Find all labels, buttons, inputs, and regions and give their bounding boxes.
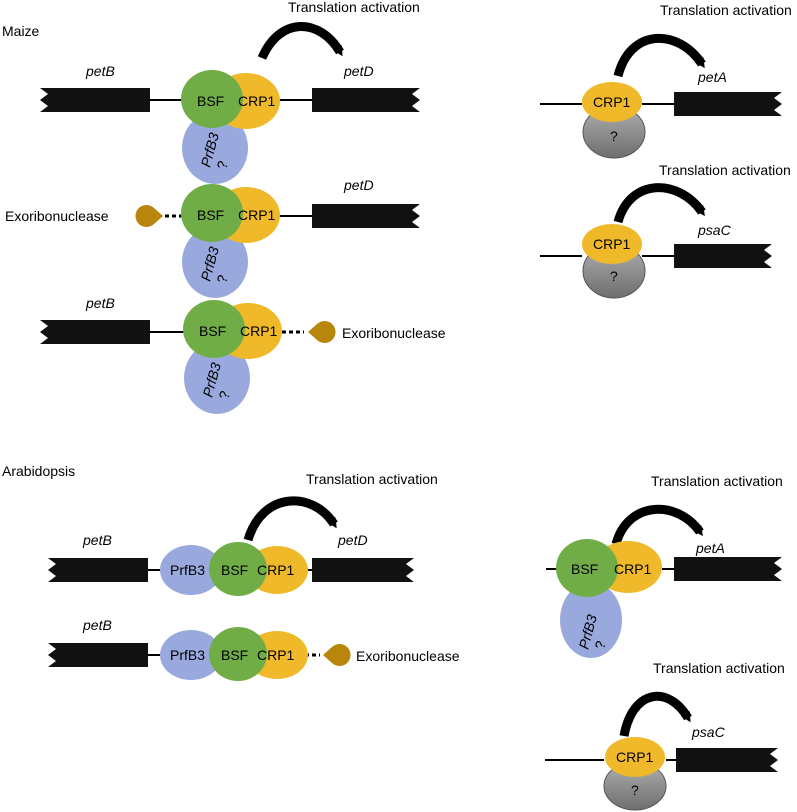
gene-box-petB bbox=[40, 88, 150, 112]
crp1-label: CRP1 bbox=[616, 749, 654, 765]
gene-box-petA bbox=[674, 557, 782, 581]
gene-label-petB: petB bbox=[82, 617, 112, 633]
crp1-label: CRP1 bbox=[257, 562, 295, 578]
gene-box-psaC bbox=[676, 748, 778, 772]
gene-label-psaC: psaC bbox=[691, 724, 726, 740]
arabidopsis-row-1: Translation activation petB petD PrfB3 B… bbox=[48, 471, 438, 596]
exoribonuclease-label: Exoribonuclease bbox=[356, 648, 460, 664]
activation-arrow bbox=[243, 496, 338, 542]
exoribonuclease-label: Exoribonuclease bbox=[5, 208, 109, 224]
bsf-label: BSF bbox=[221, 647, 248, 663]
prfb3-protein bbox=[184, 342, 250, 414]
prfb3-label: PrfB3 bbox=[170, 562, 205, 578]
gene-box-petB bbox=[48, 643, 148, 667]
maize-row-1: petB petD BSF CRP1 PrfB3 ? Translation a… bbox=[40, 0, 420, 184]
translation-activation-label: Translation activation bbox=[653, 660, 785, 676]
prfb3-label: PrfB3 bbox=[170, 647, 205, 663]
question-mark-label: ? bbox=[213, 159, 231, 171]
question-mark-label: ? bbox=[215, 389, 233, 401]
gene-label-petA: petA bbox=[697, 69, 727, 85]
bsf-label: BSF bbox=[221, 562, 248, 578]
translation-activation-label: Translation activation bbox=[306, 471, 438, 487]
crp1-label: CRP1 bbox=[238, 93, 276, 109]
gene-label-petD: petD bbox=[343, 177, 374, 193]
exoribonuclease-pacman bbox=[323, 644, 351, 667]
question-mark-label: ? bbox=[631, 782, 639, 798]
bsf-protein bbox=[209, 627, 267, 681]
prfb3-protein bbox=[182, 112, 248, 184]
section-label-arabidopsis: Arabidopsis bbox=[2, 463, 75, 479]
gene-box-petB bbox=[40, 320, 150, 344]
prfb3-protein bbox=[560, 582, 622, 658]
gene-label-petB: petB bbox=[82, 532, 112, 548]
prfb3-protein bbox=[160, 630, 222, 680]
translation-activation-label: Translation activation bbox=[651, 473, 783, 489]
crp1-label: CRP1 bbox=[240, 323, 278, 339]
prfb3-protein bbox=[160, 545, 222, 595]
gene-box-petD bbox=[312, 88, 420, 112]
gene-box-petD bbox=[312, 204, 420, 228]
exoribonuclease-label: Exoribonuclease bbox=[342, 325, 446, 341]
maize-psaC-panel: Translation activation psaC CRP1 ? bbox=[540, 162, 791, 299]
bsf-protein bbox=[556, 539, 618, 597]
section-label-maize: Maize bbox=[2, 23, 40, 39]
exoribonuclease-pacman bbox=[308, 321, 336, 343]
crp1-protein bbox=[582, 82, 642, 122]
translation-activation-label: Translation activation bbox=[660, 2, 792, 18]
activation-arrow bbox=[611, 505, 704, 546]
bsf-label: BSF bbox=[197, 93, 224, 109]
bsf-label: BSF bbox=[197, 207, 224, 223]
crp1-label: CRP1 bbox=[593, 94, 631, 110]
crp1-protein bbox=[605, 737, 665, 777]
bsf-protein bbox=[209, 542, 267, 596]
bsf-label: BSF bbox=[571, 561, 598, 577]
activation-arrow bbox=[613, 34, 706, 78]
gene-box-petB bbox=[48, 558, 148, 582]
gene-box-petD bbox=[312, 558, 414, 582]
activation-arrow bbox=[613, 183, 706, 224]
gene-box-psaC bbox=[674, 244, 772, 268]
maize-petA-panel: Translation activation petA CRP1 ? bbox=[540, 2, 792, 159]
bsf-protein bbox=[181, 184, 243, 242]
crp1-label: CRP1 bbox=[614, 561, 652, 577]
question-mark-label: ? bbox=[591, 639, 609, 651]
arabidopsis-petA-panel: Translation activation petA BSF CRP1 Prf… bbox=[546, 473, 783, 658]
arabidopsis-psaC-panel: Translation activation psaC CRP1 ? bbox=[545, 660, 785, 811]
question-mark-label: ? bbox=[213, 273, 231, 285]
bsf-label: BSF bbox=[199, 323, 226, 339]
gene-label-petB: petB bbox=[85, 63, 115, 79]
translation-activation-label: Translation activation bbox=[659, 162, 791, 178]
gene-label-petA: petA bbox=[695, 540, 725, 556]
arabidopsis-row-2: petB Exoribonuclease PrfB3 BSF CRP1 bbox=[48, 617, 460, 681]
question-mark-label: ? bbox=[610, 268, 618, 284]
prfb3-protein bbox=[182, 226, 248, 298]
gene-label-petD: petD bbox=[337, 532, 368, 548]
bsf-protein bbox=[183, 300, 245, 358]
maize-row-3: petB Exoribonuclease BSF CRP1 PrfB3 ? bbox=[40, 295, 446, 414]
gene-box-petA bbox=[674, 92, 782, 116]
question-mark-label: ? bbox=[610, 128, 618, 144]
exoribonuclease-pacman bbox=[135, 204, 163, 227]
crp1-protein bbox=[582, 224, 642, 264]
crp1-label: CRP1 bbox=[593, 236, 631, 252]
bsf-protein bbox=[181, 70, 243, 128]
crp1-label: CRP1 bbox=[238, 207, 276, 223]
activation-arrow bbox=[619, 691, 692, 737]
gene-label-petD: petD bbox=[343, 63, 374, 79]
maize-row-2: Exoribonuclease petD BSF CRP1 PrfB3 ? bbox=[5, 177, 420, 298]
gene-label-petB: petB bbox=[85, 295, 115, 311]
activation-arrow bbox=[257, 22, 344, 60]
gene-label-psaC: psaC bbox=[697, 222, 732, 238]
translation-activation-label: Translation activation bbox=[288, 0, 420, 15]
crp1-label: CRP1 bbox=[257, 647, 295, 663]
